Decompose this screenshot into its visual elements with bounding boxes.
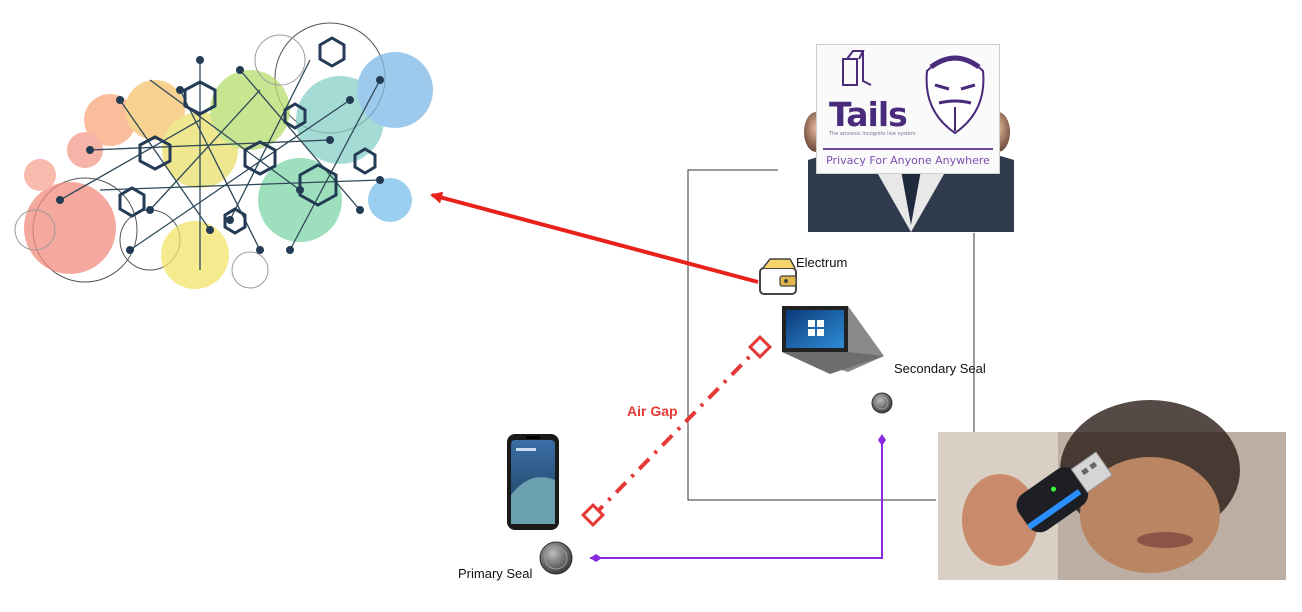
air-gap-label: Air Gap [627, 403, 678, 419]
secondary-seal-label: Secondary Seal [894, 361, 986, 376]
smartphone-icon [507, 434, 559, 530]
primary-seal-label: Primary Seal [458, 566, 533, 581]
red-arrow [430, 191, 759, 284]
seal-backup-link [590, 434, 886, 562]
usb-drive-photo [938, 400, 1286, 580]
electrum-label: Electrum [796, 255, 848, 270]
wallet-icon [759, 258, 797, 295]
coin-icon [871, 392, 893, 414]
tails-title: Tails [829, 95, 908, 134]
air-gap-link [580, 334, 773, 528]
tails-tagline: Privacy For Anyone Anywhere [823, 148, 993, 167]
tails-subtitle: The amnesic incognito live system [829, 131, 916, 137]
laptop-icon [782, 306, 884, 374]
tails-sign: Tails The amnesic incognito live system … [816, 44, 1000, 174]
gears-network-illustration [14, 22, 433, 289]
tails-mask-icon [842, 50, 985, 135]
system-frame [687, 169, 975, 501]
coin-icon [539, 541, 573, 575]
